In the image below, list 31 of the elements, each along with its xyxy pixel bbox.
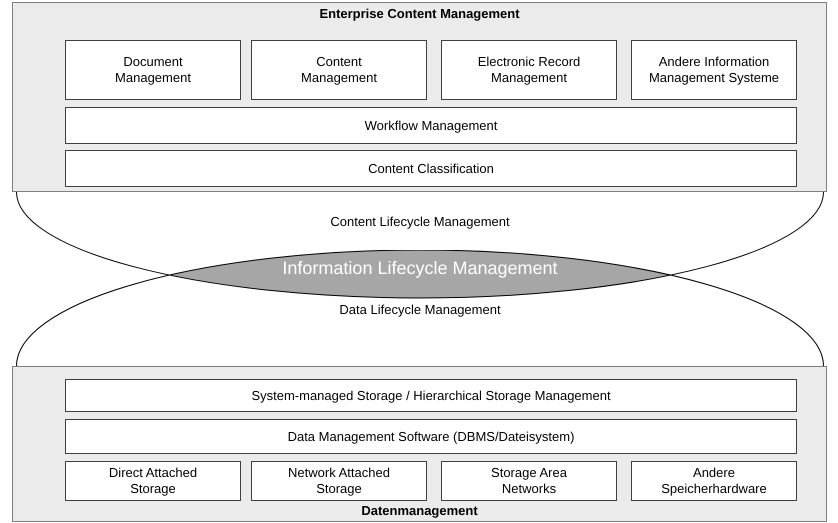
component-box <box>631 461 797 501</box>
box-label: Andere Speicherhardware <box>660 465 768 497</box>
ellipse-label: Data Lifecycle Management <box>339 302 501 317</box>
lens-label: Information Lifecycle Management <box>282 258 558 279</box>
box-label: Andere Information Management Systeme <box>648 54 780 86</box>
component-box <box>251 40 427 100</box>
box-label: Content Classification <box>368 160 494 176</box>
panel-heading: Enterprise Content Management <box>318 6 521 21</box>
group-panel <box>12 2 827 192</box>
component-box <box>65 40 241 100</box>
box-label: Electronic Record Management <box>476 54 582 86</box>
box-label: Storage Area Networks <box>490 465 568 497</box>
component-box <box>441 461 617 501</box>
component-box <box>65 107 797 144</box>
box-label: System-managed Storage / Hierarchical Storage Management <box>251 388 611 404</box>
component-box <box>65 419 797 454</box>
component-box <box>251 461 427 501</box>
group-panel <box>12 366 827 522</box>
component-box <box>441 40 617 100</box>
box-label: Document Management <box>114 54 192 86</box>
box-label: Data Management Software (DBMS/Dateisystem) <box>288 428 574 444</box>
component-box <box>631 40 797 100</box>
component-box <box>65 461 241 501</box>
box-label: Content Management <box>300 54 378 86</box>
box-label: Workflow Management <box>364 118 498 134</box>
ellipse-label: Content Lifecycle Management <box>330 214 510 229</box>
panel-heading: Datenmanagement <box>360 503 479 518</box>
box-label: Direct Attached Storage <box>108 465 198 497</box>
box-label: Network Attached Storage <box>287 465 391 497</box>
component-box <box>65 150 797 187</box>
component-box <box>65 379 797 412</box>
